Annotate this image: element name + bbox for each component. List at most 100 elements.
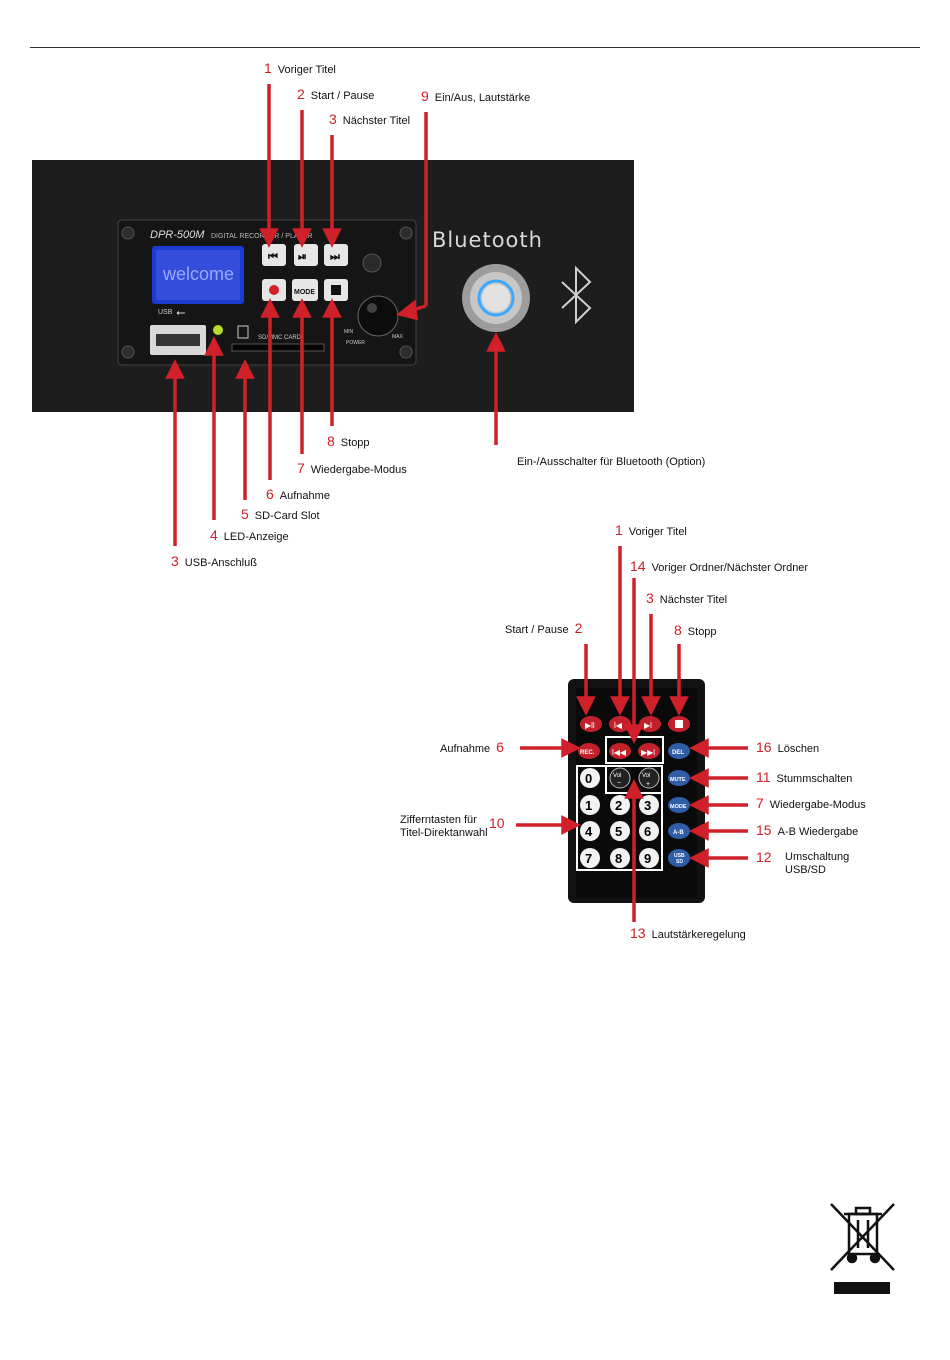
arrow-head: [204, 336, 224, 356]
usb-logo: USB: [158, 309, 173, 316]
usbsd-label-1: USB: [674, 853, 685, 859]
bluetooth-text: Bluetooth: [432, 228, 543, 252]
model-subtitle: DIGITAL RECORDER / PLAYER: [211, 233, 312, 240]
usb-port-slot: [156, 334, 200, 346]
digit-2: 2: [615, 798, 622, 813]
remote-rec-button[interactable]: [578, 743, 600, 759]
remote-prev-button[interactable]: [609, 716, 631, 732]
digit-4-button[interactable]: [580, 821, 600, 841]
digit-9-button[interactable]: [639, 848, 659, 868]
arrow-head: [165, 359, 185, 379]
usbsd-label-2: SD: [676, 859, 683, 865]
digit-7: 7: [585, 851, 592, 866]
digit-6-button[interactable]: [639, 821, 659, 841]
led-indicator: [213, 325, 223, 335]
arrow-head: [292, 228, 312, 248]
sd-card-slot[interactable]: [231, 343, 325, 352]
digit-8-button[interactable]: [610, 848, 630, 868]
knob-max: MAX: [392, 334, 404, 340]
prev-track-button[interactable]: [262, 244, 286, 266]
arrow-head: [689, 795, 709, 815]
vol-up-button[interactable]: [638, 767, 660, 789]
switch-cap: [482, 284, 510, 312]
arrow-head: [641, 696, 661, 716]
screw-icon: [121, 226, 135, 240]
lcd-glow: [156, 250, 240, 300]
minus-icon: −: [617, 780, 621, 787]
lcd-text: welcome: [162, 264, 234, 284]
remote-prev-folder-button[interactable]: [609, 743, 631, 759]
remote-mode-button[interactable]: [668, 797, 690, 813]
ir-sensor: [362, 253, 382, 273]
digit-5-button[interactable]: [610, 821, 630, 841]
remote-usbsd-button[interactable]: [668, 849, 690, 867]
callout-bluetooth-switch: Ein-/Ausschalter für Bluetooth (Option): [517, 456, 706, 468]
arrow-head: [561, 815, 581, 835]
arrow-head: [322, 228, 342, 248]
mode-button[interactable]: [292, 279, 318, 301]
remote-ab-button[interactable]: [668, 823, 690, 839]
screw-icon: [399, 226, 413, 240]
arrow-head: [322, 298, 342, 318]
arrow-head: [689, 738, 709, 758]
knob-power: POWER: [346, 340, 365, 346]
screw-icon: [121, 345, 135, 359]
digit-1-button[interactable]: [580, 795, 600, 815]
screw-icon: [399, 345, 413, 359]
callout-remote-usbsd-num: 12: [756, 849, 772, 865]
del-label: DEL: [672, 750, 684, 756]
next-folder-icon: ▶▶l: [641, 748, 655, 757]
callout-remote-digits-text: Zifferntasten für Titel-Direktanwahl: [400, 814, 488, 839]
digit-7-button[interactable]: [580, 848, 600, 868]
prev-icon: l◀: [614, 721, 623, 730]
digit-2-button[interactable]: [610, 795, 630, 815]
play-pause-button[interactable]: [294, 244, 318, 266]
arrow-head: [689, 768, 709, 788]
rec-label: REC.: [580, 750, 595, 756]
arrow-head: [624, 779, 644, 799]
usb-icon: ⭠: [176, 305, 186, 319]
arrow-head: [669, 696, 689, 716]
remote-next-folder-button[interactable]: [638, 743, 660, 759]
arrow-head: [689, 821, 709, 841]
knob-highlight: [367, 303, 377, 313]
digit-0-button[interactable]: [580, 768, 600, 788]
play-pause-icon: ▶ll: [585, 721, 595, 730]
vol-down-label: Vol: [613, 773, 621, 779]
ab-label: A-B: [673, 830, 684, 836]
prev-folder-icon: l◀◀: [612, 748, 627, 757]
volume-knob[interactable]: [357, 295, 399, 337]
prev-icon: ⏮: [268, 251, 278, 263]
next-track-button[interactable]: [324, 244, 348, 266]
digit-9: 9: [644, 851, 651, 866]
digit-3: 3: [644, 798, 651, 813]
callout-remote-usbsd-text: Umschaltung USB/SD: [785, 851, 850, 876]
arrow-head: [396, 299, 419, 321]
remote-play-pause-button[interactable]: [580, 716, 602, 732]
vol-down-button[interactable]: [609, 767, 631, 789]
mode-label: MODE: [294, 289, 315, 296]
bluetooth-icon: [561, 265, 592, 325]
digit-5: 5: [615, 824, 622, 839]
digit-6: 6: [644, 824, 651, 839]
arrow-head: [486, 332, 506, 352]
arrow-head: [610, 696, 630, 716]
remote-mute-button[interactable]: [668, 770, 690, 786]
remote-del-button[interactable]: [668, 743, 690, 759]
stop-icon: [331, 285, 341, 295]
digit-3-button[interactable]: [639, 795, 659, 815]
digit-1: 1: [585, 798, 592, 813]
remote-next-button[interactable]: [639, 716, 661, 732]
